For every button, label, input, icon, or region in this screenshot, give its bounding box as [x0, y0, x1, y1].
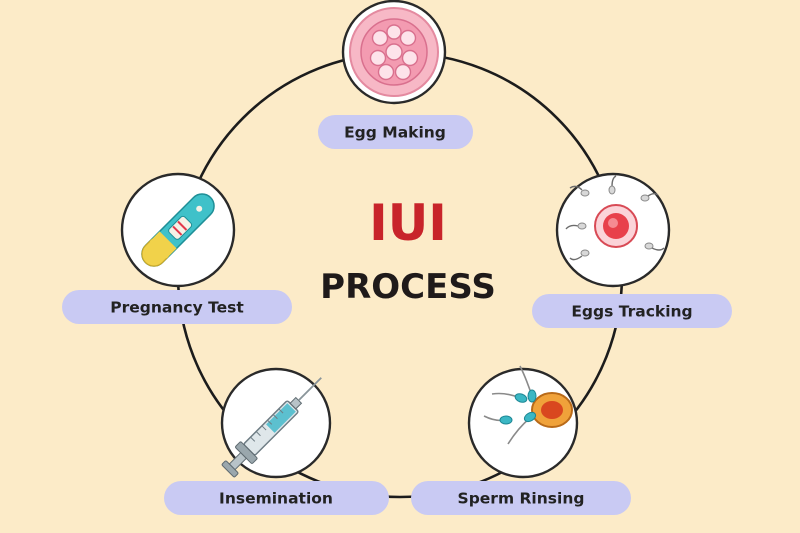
step-pregnancy-test: Pregnancy Test — [62, 172, 292, 324]
sperm-rinsing-label: Sperm Rinsing — [458, 490, 585, 508]
title-iui: IUI — [369, 194, 447, 252]
sperm-rinsing-pill — [411, 481, 631, 515]
egg-making-label: Egg Making — [344, 124, 446, 142]
syringe-icon — [221, 377, 322, 478]
step-egg-making: Egg Making — [318, 0, 473, 149]
step-sperm-rinsing: Sperm Rinsing — [411, 365, 631, 515]
egg-cluster-icon — [349, 7, 439, 97]
step-insemination: Insemination — [164, 367, 389, 515]
pregnancy-test-pill — [62, 290, 292, 324]
eggs-tracking-label: Eggs Tracking — [571, 303, 692, 321]
pregnancy-test-label: Pregnancy Test — [110, 299, 244, 317]
egg-with-sperm-icon — [565, 175, 665, 261]
egg-making-pill — [318, 115, 473, 149]
pregnancy-test-icon — [141, 193, 215, 267]
eggs-tracking-pill — [532, 294, 732, 328]
step-eggs-tracking: Eggs Tracking — [532, 172, 732, 328]
title-process: PROCESS — [320, 267, 496, 307]
insemination-pill — [164, 481, 389, 515]
sperm-entering-egg-icon — [483, 365, 573, 445]
insemination-label: Insemination — [219, 490, 333, 508]
